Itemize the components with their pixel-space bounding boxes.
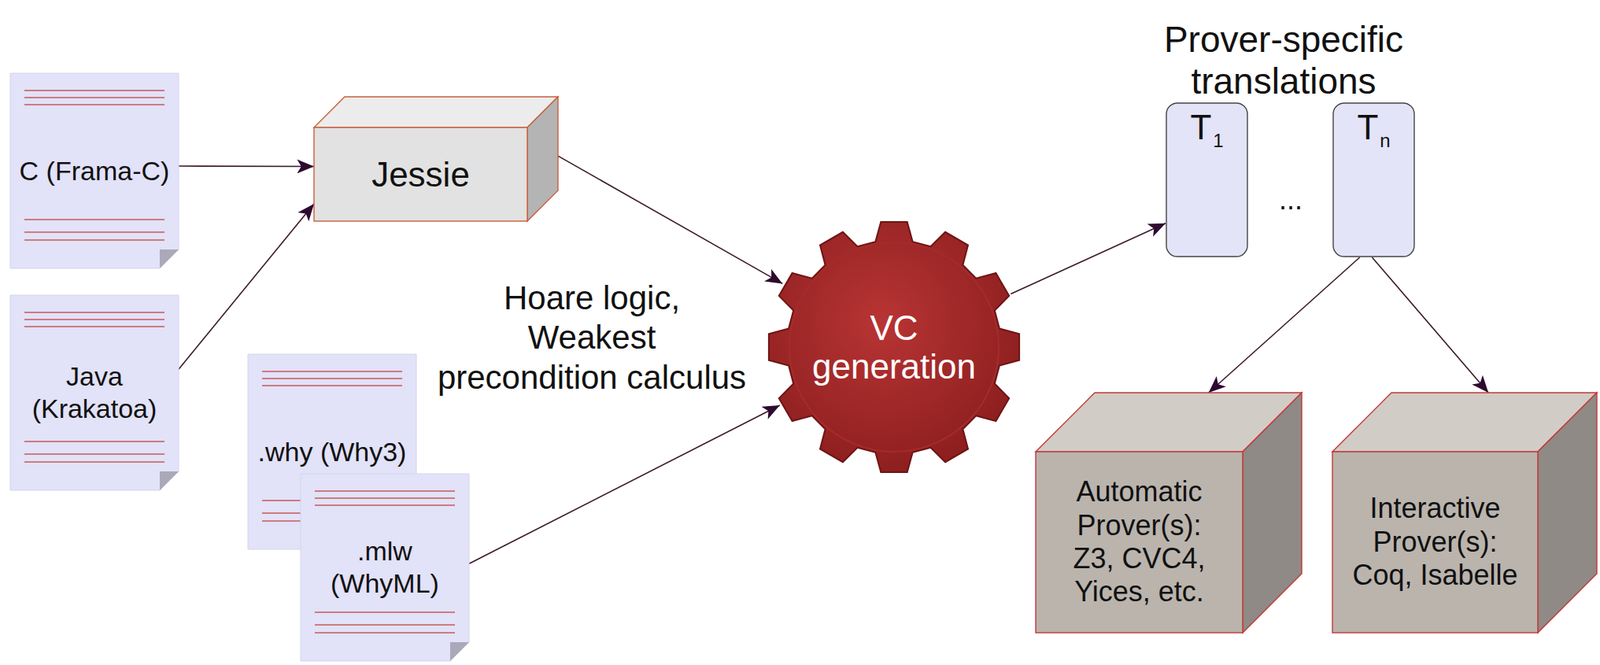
translation-index: 1 [1212, 131, 1224, 151]
translation-box: Tn [1332, 102, 1416, 258]
node-face: Tn [1332, 102, 1416, 258]
translation-name: T [1189, 110, 1212, 145]
text-rule [314, 631, 455, 633]
page-fold [159, 249, 179, 269]
node-face: VC generation [766, 219, 1022, 475]
text-rule [314, 497, 455, 499]
node-face: T1 [1165, 102, 1249, 258]
document-sheet [10, 295, 179, 491]
flow-arrow [469, 405, 780, 564]
gear-body [768, 221, 1020, 473]
flow-arrow [1371, 257, 1489, 393]
text-rule [24, 318, 165, 320]
source-document: .mlw (WhyML) [300, 473, 470, 662]
box-front [1332, 451, 1538, 633]
tool-box: Automatic Prover(s): Z3, CVC4, Yices, et… [1035, 392, 1302, 633]
text-rule [24, 453, 165, 455]
text-rule [24, 218, 165, 220]
text-rule [24, 311, 165, 313]
page-fold [450, 642, 470, 662]
box-side [1242, 392, 1302, 633]
method-note: Hoare logic, Weakest precondition calcul… [436, 278, 748, 398]
box-front [1035, 451, 1243, 633]
box-side [1537, 392, 1597, 633]
source-document: C (Frama-C) [10, 73, 179, 269]
flow-arrow [1010, 223, 1166, 295]
source-document: Java (Krakatoa) [10, 295, 179, 491]
box-side [527, 96, 558, 222]
box-front [314, 127, 528, 222]
text-rule [314, 611, 455, 613]
text-rule [24, 325, 165, 327]
text-rule [262, 377, 403, 379]
node-face: Automatic Prover(s): Z3, CVC4, Yices, et… [1035, 451, 1243, 633]
document-sheet [300, 473, 470, 662]
node-face: Jessie [314, 127, 528, 222]
node-face: Java (Krakatoa) [10, 295, 179, 491]
node-face: Interactive Prover(s): Coq, Isabelle [1332, 451, 1538, 633]
gear-label: VC generation [799, 308, 989, 387]
box-label: Interactive Prover(s): Coq, Isabelle [1341, 491, 1530, 592]
text-rule [24, 96, 165, 98]
text-rule [24, 103, 165, 105]
document-label: C (Frama-C) [19, 155, 170, 188]
flow-arrow [178, 165, 315, 167]
document-label: Java (Krakatoa) [16, 360, 173, 425]
text-rule [314, 504, 455, 506]
translation-index: n [1379, 131, 1390, 151]
text-rule [314, 624, 455, 625]
text-rule [262, 384, 403, 386]
group-heading: Prover-specific translations [1118, 18, 1449, 103]
node-face: .why (Why3) [247, 354, 417, 550]
box-label: Jessie [371, 154, 470, 196]
document-label: .why (Why3) [258, 436, 407, 469]
flow-arrow [1208, 257, 1360, 393]
document-label: .mlw (WhyML) [306, 535, 463, 600]
translation-name: T [1356, 110, 1379, 145]
document-sheet [10, 73, 179, 269]
text-rule [314, 490, 455, 492]
gear-rim [789, 242, 999, 452]
text-rule [262, 370, 403, 372]
ellipsis: ... [1265, 185, 1316, 215]
rounded-box [1166, 103, 1248, 257]
translation-box: T1 [1165, 102, 1249, 258]
text-rule [24, 440, 165, 442]
source-document-outline [10, 295, 179, 491]
text-rule [24, 239, 165, 241]
node-face: C (Frama-C) [10, 73, 179, 269]
text-rule [24, 89, 165, 91]
box-label: Automatic Prover(s): Z3, CVC4, Yices, et… [1056, 475, 1224, 610]
source-document-outline [300, 473, 470, 662]
tool-box: Jessie [314, 96, 558, 222]
vc-gear: VC generation [766, 219, 1022, 475]
node-face: .mlw (WhyML) [300, 473, 470, 662]
text-rule [24, 231, 165, 233]
flow-arrow [557, 155, 783, 284]
flow-arrow [178, 203, 315, 370]
source-document: .why (Why3) [247, 354, 417, 550]
page-fold [159, 471, 179, 491]
text-rule [24, 461, 165, 462]
rounded-box [1333, 103, 1415, 257]
box-top [314, 96, 558, 128]
tool-box: Interactive Prover(s): Coq, Isabelle [1332, 392, 1597, 633]
